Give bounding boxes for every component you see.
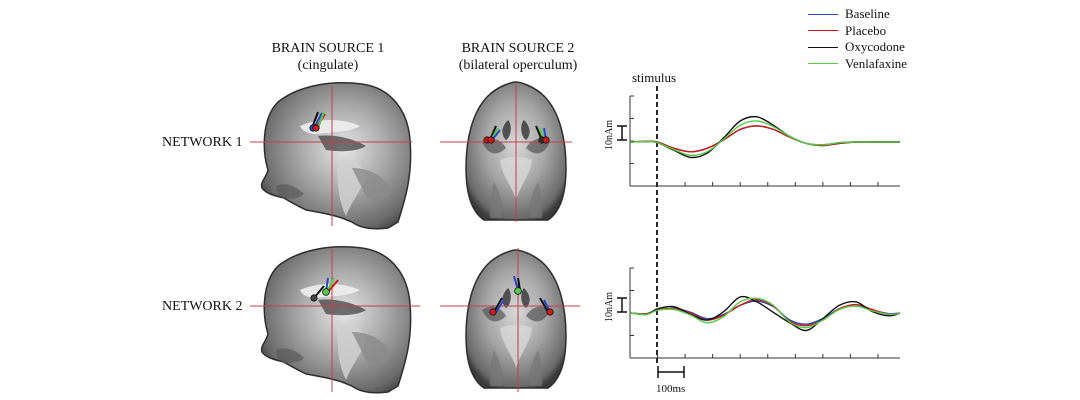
column-subtitle-source-2: (bilateral operculum) (458, 58, 578, 73)
amplitude-scale-label-network-2: 10nAm (604, 292, 615, 322)
time-scale-bar (657, 366, 685, 378)
series-line-venlafaxine (629, 297, 901, 329)
amplitude-scale-bar-network-1 (617, 125, 627, 141)
legend-item-venlafaxine: Venlafaxine (808, 56, 907, 73)
waveform-plot-network-2 (629, 267, 901, 359)
legend-item-oxycodone: Oxycodone (808, 39, 907, 56)
legend-label-oxycodone: Oxycodone (845, 39, 905, 54)
legend-item-baseline: Baseline (808, 6, 907, 23)
series-line-oxycodone (629, 295, 901, 332)
legend-item-placebo: Placebo (808, 23, 907, 40)
series-line-venlafaxine (629, 120, 900, 157)
dipole-cingulate-network-1 (309, 111, 326, 132)
amplitude-scale-bar-network-2 (617, 297, 627, 313)
amplitude-scale-label-network-1: 10nAm (604, 120, 615, 150)
dipole-cingulate-network-2 (310, 277, 339, 302)
time-scale-label: 100ms (656, 383, 685, 395)
column-title-source-2-text: BRAIN SOURCE 2 (461, 41, 575, 56)
waveform-plot-network-1 (629, 95, 900, 187)
column-title-source-1: BRAIN SOURCE 1 (cingulate) (254, 40, 402, 74)
legend-swatch-baseline (808, 13, 838, 15)
column-title-source-1-text: BRAIN SOURCE 1 (271, 41, 385, 56)
legend-label-baseline: Baseline (845, 6, 890, 21)
legend: Baseline Placebo Oxycodone Venlafaxine (808, 6, 907, 72)
legend-swatch-oxycodone (808, 46, 838, 48)
legend-label-venlafaxine: Venlafaxine (845, 55, 908, 71)
column-title-source-2: BRAIN SOURCE 2 (bilateral operculum) (438, 40, 598, 74)
dipole-operculum-network-1 (483, 125, 550, 144)
column-subtitle-source-1: (cingulate) (297, 58, 359, 73)
row-label-network-1: NETWORK 1 (162, 135, 243, 150)
row-label-network-2: NETWORK 2 (162, 299, 243, 314)
legend-swatch-venlafaxine (808, 63, 838, 65)
legend-swatch-placebo (808, 30, 838, 32)
legend-label-placebo: Placebo (845, 22, 887, 38)
dipole-operculum-network-2 (489, 275, 554, 316)
stimulus-label: stimulus (632, 70, 676, 85)
